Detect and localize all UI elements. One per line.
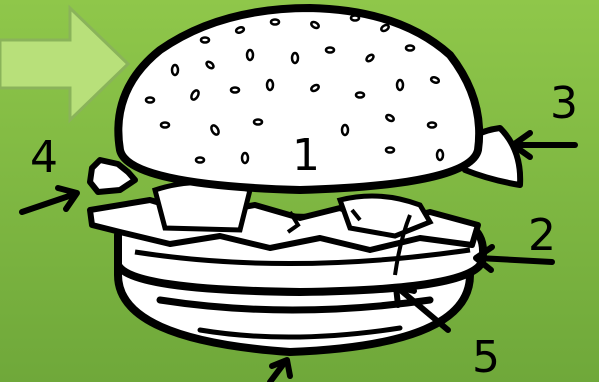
- label-bun-top: 1: [292, 130, 320, 181]
- label-lettuce: 4: [30, 132, 58, 183]
- label-tomato: 3: [550, 78, 578, 129]
- label-onion: 5: [472, 332, 500, 382]
- label-patty: 2: [528, 210, 556, 261]
